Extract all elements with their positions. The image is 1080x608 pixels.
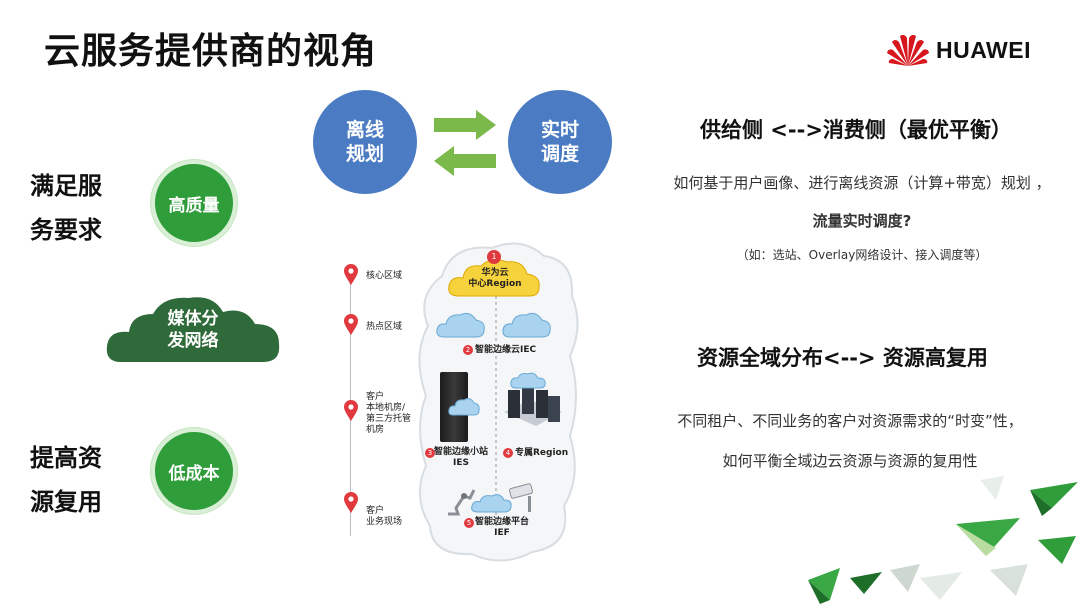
iec-cloud-icon xyxy=(436,312,485,338)
decorative-triangles xyxy=(808,476,1078,604)
ies-label-line: 智能边缘小站 xyxy=(433,447,488,457)
supply-demand-heading: 供给侧 <-->消费侧（最优平衡） xyxy=(700,118,1012,142)
high-quality-label: 高质量 xyxy=(168,195,220,216)
location-label-core: 核心区域 xyxy=(366,271,403,281)
location-pin-icon xyxy=(344,400,358,421)
ies-label-line: IES xyxy=(453,458,469,468)
circle-line: 实时 xyxy=(540,119,579,141)
cdn-cloud-icon xyxy=(106,297,280,362)
logo-text: HUAWEI xyxy=(936,36,1031,63)
node-number-badge: 4 xyxy=(503,448,513,458)
label-line: 提高资 xyxy=(30,444,102,472)
label-line: 源复用 xyxy=(30,488,102,516)
node-number-badge: 1 xyxy=(487,250,501,264)
node-number-badge: 3 xyxy=(425,448,435,458)
planning-note: （如：选站、Overlay网络设计、接入调度等） xyxy=(736,248,988,262)
cdn-label: 媒体分 发网络 xyxy=(150,308,236,352)
label-line: 满足服 xyxy=(30,172,102,200)
central-region-line: 中心Region xyxy=(468,279,522,289)
location-pin-icon xyxy=(344,492,358,513)
balance-description: 如何平衡全域边云资源与资源的复用性 xyxy=(722,452,978,470)
ies-cloud-icon xyxy=(448,398,480,416)
bidirectional-arrows-icon xyxy=(434,110,496,176)
ief-devices-icon xyxy=(448,483,533,516)
location-label-customer-room: 客户 本地机房/ 第三方托管 机房 xyxy=(366,392,412,435)
iec-cloud-icon xyxy=(502,312,551,338)
cdn-label-line: 媒体分 xyxy=(167,309,219,329)
dedicated-region-label: 专属Region xyxy=(515,448,569,458)
ief-label-line: 智能边缘平台 xyxy=(474,517,529,527)
ies-label: 智能边缘小站 IES xyxy=(430,447,492,469)
offline-planning-circle: 离线规划 xyxy=(313,90,417,194)
huawei-logo: HUAWEI xyxy=(886,30,1056,70)
label-line: 务要求 xyxy=(30,216,102,244)
tenant-description: 不同租户、不同业务的客户对资源需求的“时变”性， xyxy=(677,412,1023,430)
ief-label-line: IEF xyxy=(494,528,510,538)
high-quality-circle: 高质量 xyxy=(151,160,237,246)
realtime-scheduling-circle: 实时调度 xyxy=(508,90,612,194)
low-cost-label: 低成本 xyxy=(168,463,220,484)
planning-description: 如何基于用户画像、进行离线资源（计算+带宽）规划 ， xyxy=(673,174,1051,192)
central-region-label: 华为云 中心Region xyxy=(460,268,530,290)
node-number-badge: 2 xyxy=(463,345,473,355)
huawei-petal-logo-icon xyxy=(887,34,929,66)
dedicated-region-servers-icon xyxy=(504,372,562,426)
realtime-description: 流量实时调度? xyxy=(812,212,912,230)
low-cost-circle: 低成本 xyxy=(151,428,237,514)
circle-line: 规划 xyxy=(345,143,384,165)
circle-line: 离线 xyxy=(345,119,384,141)
node-number-badge: 5 xyxy=(464,518,474,528)
resource-distribution-heading: 资源全域分布<--> 资源高复用 xyxy=(697,346,988,370)
label-improve-reuse: 提高资 源复用 xyxy=(30,436,102,524)
location-label-customer-site: 客户 业务现场 xyxy=(366,506,403,527)
label-meet-requirements: 满足服 务要求 xyxy=(30,164,102,252)
location-label-hotspot: 热点区域 xyxy=(366,322,403,332)
location-pin-icon xyxy=(344,314,358,335)
iec-label: 智能边缘云IEC xyxy=(475,345,537,355)
ief-label: 智能边缘平台 IEF xyxy=(462,517,542,539)
cdn-label-line: 发网络 xyxy=(167,331,219,351)
circle-line: 调度 xyxy=(540,143,579,165)
page-title: 云服务提供商的视角 xyxy=(44,31,378,72)
central-region-line: 华为云 xyxy=(481,268,509,278)
location-pin-icon xyxy=(344,264,358,285)
